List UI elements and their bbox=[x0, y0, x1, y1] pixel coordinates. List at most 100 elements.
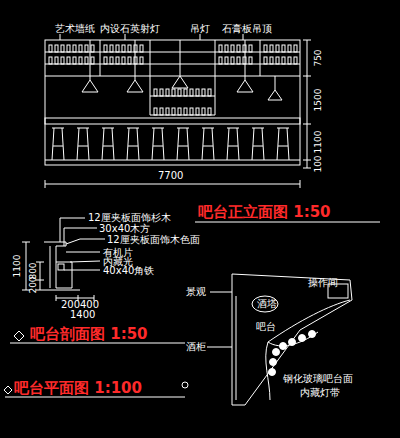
bottle bbox=[219, 57, 222, 64]
dimension: 200 bbox=[61, 300, 80, 310]
bottle bbox=[243, 57, 246, 64]
light-dot bbox=[269, 369, 276, 376]
bottle bbox=[122, 57, 125, 64]
bottle bbox=[166, 89, 169, 96]
bottle bbox=[166, 108, 169, 115]
bottle bbox=[243, 45, 246, 52]
bottle bbox=[160, 89, 163, 96]
light-dot bbox=[289, 339, 296, 346]
callout-text: 12厘夹板面饰杉木 bbox=[88, 213, 171, 223]
bottle bbox=[134, 57, 137, 64]
bottle bbox=[264, 57, 267, 64]
bottle bbox=[196, 108, 199, 115]
bottle bbox=[91, 45, 94, 52]
stool-leg bbox=[237, 128, 239, 160]
stool-rung bbox=[78, 146, 88, 147]
bottle bbox=[237, 57, 240, 64]
bottle bbox=[122, 45, 125, 52]
bottle bbox=[79, 45, 82, 52]
stool-rung bbox=[253, 146, 263, 147]
light-dot bbox=[280, 343, 287, 350]
bottle bbox=[67, 45, 70, 52]
bottle bbox=[190, 89, 193, 96]
callout-text: 酒柜 bbox=[186, 342, 206, 352]
bottle bbox=[104, 45, 107, 52]
bottle bbox=[208, 108, 211, 115]
callout-text: 内藏灯带 bbox=[300, 388, 340, 398]
stool-leg bbox=[62, 128, 64, 160]
dimension: 1400 bbox=[70, 310, 95, 320]
callout-text: 钢化玻璃吧台面 bbox=[283, 374, 353, 384]
bottle bbox=[288, 45, 291, 52]
bottle bbox=[264, 45, 267, 52]
callout-text: 酒塔 bbox=[257, 299, 277, 309]
callout-text: 内设石英射灯 bbox=[100, 24, 160, 34]
stool-leg bbox=[262, 128, 264, 160]
drawing-title: 吧台剖面图 1:50 bbox=[30, 327, 148, 342]
dimension: 750 bbox=[314, 49, 323, 66]
bottle bbox=[128, 57, 131, 64]
callout-text: 操作间 bbox=[308, 278, 338, 288]
bottle bbox=[282, 45, 285, 52]
bottle bbox=[154, 108, 157, 115]
dimension: 400 bbox=[80, 300, 99, 310]
bottle bbox=[140, 57, 143, 64]
drawing-title: 吧台正立面图 1:50 bbox=[198, 205, 331, 220]
bottle bbox=[154, 89, 157, 96]
bottle bbox=[172, 89, 175, 96]
dimension: 1500 bbox=[314, 89, 323, 112]
bottle bbox=[231, 45, 234, 52]
light-dot bbox=[309, 331, 316, 338]
dimension: 7700 bbox=[158, 171, 183, 181]
bottle bbox=[249, 45, 252, 52]
callout-text: 12厘夹板面饰木色面 bbox=[107, 235, 200, 245]
bottle bbox=[231, 57, 234, 64]
stool-leg bbox=[212, 128, 214, 160]
bottle bbox=[294, 57, 297, 64]
callout-text: 石膏板吊顶 bbox=[222, 24, 272, 34]
bottle bbox=[49, 45, 52, 52]
bottle bbox=[270, 45, 273, 52]
stool-rung bbox=[103, 146, 113, 147]
stool-leg bbox=[252, 128, 254, 160]
bottle bbox=[128, 45, 131, 52]
bottle bbox=[276, 57, 279, 64]
stool-rung bbox=[228, 146, 238, 147]
bottle bbox=[73, 57, 76, 64]
bottle bbox=[85, 45, 88, 52]
stool-leg bbox=[287, 128, 289, 160]
drawing-title: 吧台平面图 1:100 bbox=[14, 381, 142, 396]
bottle bbox=[276, 45, 279, 52]
bottle bbox=[225, 57, 228, 64]
light-dot bbox=[270, 359, 277, 366]
bottle bbox=[160, 108, 163, 115]
bottle bbox=[190, 108, 193, 115]
bottle bbox=[249, 57, 252, 64]
bar-plan bbox=[207, 274, 352, 405]
bottle bbox=[202, 108, 205, 115]
stool-leg bbox=[137, 128, 139, 160]
stool-rung bbox=[128, 146, 138, 147]
stool-leg bbox=[127, 128, 129, 160]
bottle bbox=[178, 108, 181, 115]
stool-leg bbox=[187, 128, 189, 160]
callout-text: 吧台 bbox=[256, 322, 276, 332]
bottle bbox=[91, 57, 94, 64]
callout-text: 吊灯 bbox=[190, 24, 210, 34]
stool-rung bbox=[278, 146, 288, 147]
bottle bbox=[172, 108, 175, 115]
bottle bbox=[140, 45, 143, 52]
stool-leg bbox=[52, 128, 54, 160]
stool-rung bbox=[178, 146, 188, 147]
bottle bbox=[178, 89, 181, 96]
callout-text: 景观 bbox=[186, 287, 206, 297]
bottle bbox=[184, 108, 187, 115]
stool-leg bbox=[177, 128, 179, 160]
bottle bbox=[55, 57, 58, 64]
bottle bbox=[61, 57, 64, 64]
dimension: 100 bbox=[314, 155, 323, 172]
bar-elevation bbox=[45, 34, 380, 222]
bottle bbox=[237, 45, 240, 52]
stool-leg bbox=[202, 128, 204, 160]
